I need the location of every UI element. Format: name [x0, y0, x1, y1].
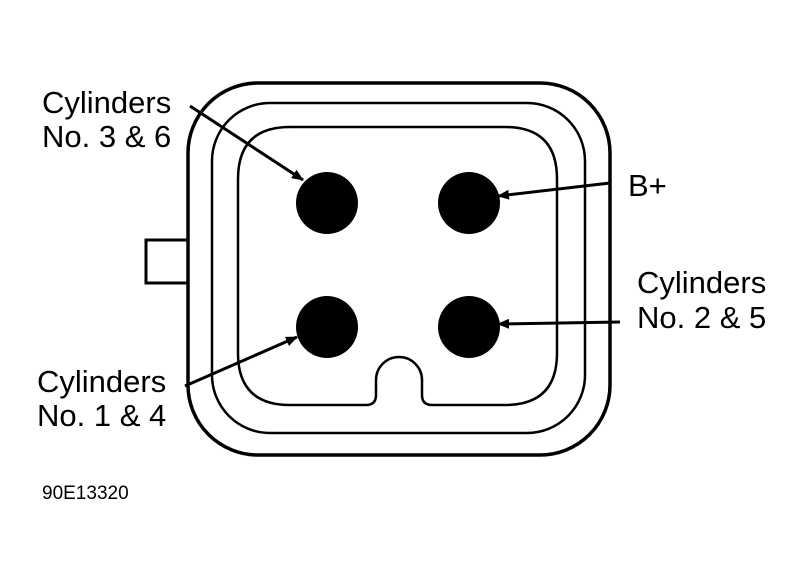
- connector-inner-cavity: [236, 125, 559, 407]
- leader-arrow-cylinders-1-4: [184, 335, 298, 388]
- label-cylinders-1-4: Cylinders No. 1 & 4: [37, 364, 166, 433]
- label-cylinders-3-6: Cylinders No. 3 & 6: [42, 85, 171, 154]
- figure-id: 90E13320: [42, 483, 129, 504]
- label-cylinders-2-5: Cylinders No. 2 & 5: [637, 265, 766, 335]
- leader-arrow-cylinders-2-5: [497, 318, 621, 329]
- label-line: B+: [628, 168, 667, 203]
- leader-arrow-cylinders-3-6: [189, 104, 304, 182]
- terminal-b-plus: [438, 172, 500, 234]
- terminal-cylinders-3-6: [296, 172, 358, 234]
- label-b-plus: B+: [628, 168, 667, 203]
- leader-arrow-b-plus: [497, 181, 611, 200]
- connector-middle-outline: [210, 101, 587, 435]
- label-line: Cylinders: [637, 265, 766, 300]
- label-line: No. 3 & 6: [42, 119, 171, 154]
- terminal-cylinders-2-5: [438, 296, 500, 358]
- label-line: Cylinders: [37, 364, 166, 399]
- locking-tab: [144, 238, 190, 285]
- label-line: No. 1 & 4: [37, 398, 166, 433]
- label-line: Cylinders: [42, 85, 171, 120]
- terminal-cylinders-1-4: [296, 296, 358, 358]
- label-line: No. 2 & 5: [637, 300, 766, 335]
